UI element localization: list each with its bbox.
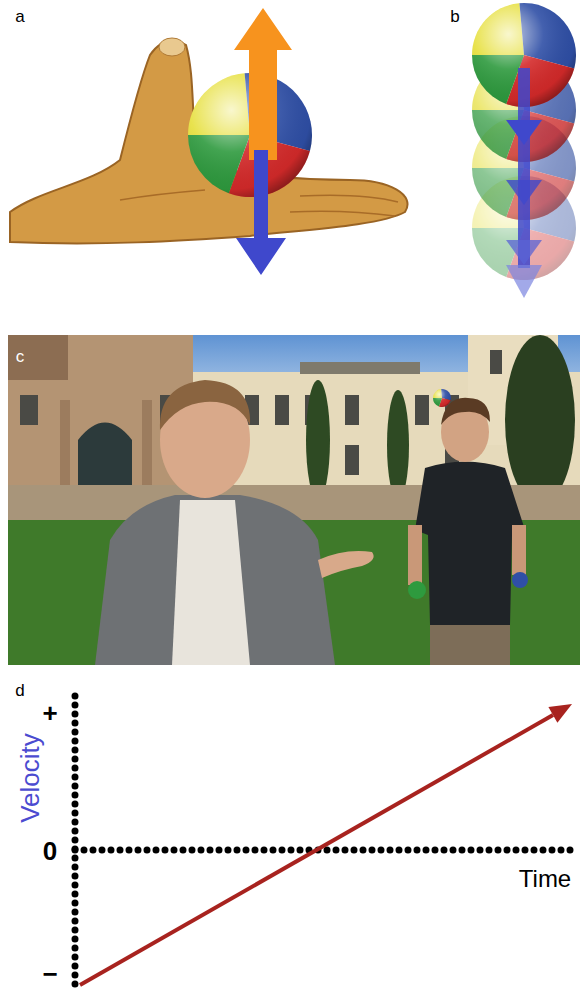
force-arrow-up: [234, 8, 292, 160]
thumb-nail: [159, 38, 185, 56]
panel-letter: c: [16, 348, 25, 365]
axis-title: Velocity: [17, 733, 43, 823]
tree: [505, 335, 575, 505]
hand-panel: [10, 8, 408, 275]
axis-tick: 0: [43, 838, 57, 864]
axis-tick: −: [42, 961, 57, 987]
panel-letter: a: [15, 8, 24, 25]
arrow-head: [506, 180, 542, 205]
roof-pergola: [300, 362, 420, 374]
t-shirt: [172, 500, 250, 665]
arrow-head: [506, 240, 542, 265]
velocity-line: [80, 715, 553, 985]
falling-ball-panel: [472, 3, 576, 298]
force-arrow-down: [236, 150, 286, 275]
velocity-axis: [72, 696, 79, 986]
arm: [512, 525, 526, 575]
shirt: [415, 462, 525, 626]
trousers: [430, 620, 510, 665]
panel-letter: d: [15, 682, 24, 699]
cypress-tree: [387, 390, 409, 500]
axis-title: Time: [519, 867, 571, 891]
windows: [20, 350, 537, 475]
juggling-ball: [408, 581, 426, 599]
time-axis: [75, 847, 576, 854]
hand: [10, 41, 408, 244]
arrow-head: [506, 265, 542, 298]
hair: [160, 380, 250, 430]
arrow-head: [506, 120, 542, 145]
ball-in-air: [433, 389, 451, 407]
gravity-arrow: [518, 68, 530, 268]
axis-tick: +: [42, 700, 57, 726]
hand: [318, 551, 374, 578]
photo: [8, 335, 580, 665]
cypress-tree: [306, 380, 330, 500]
velocity-graph: [75, 696, 576, 986]
arm: [408, 525, 422, 585]
panel-letter: b: [450, 8, 459, 25]
jacket: [95, 495, 335, 665]
juggling-ball: [512, 572, 528, 588]
arrow-head: [548, 704, 572, 723]
tower-top: [8, 335, 68, 380]
